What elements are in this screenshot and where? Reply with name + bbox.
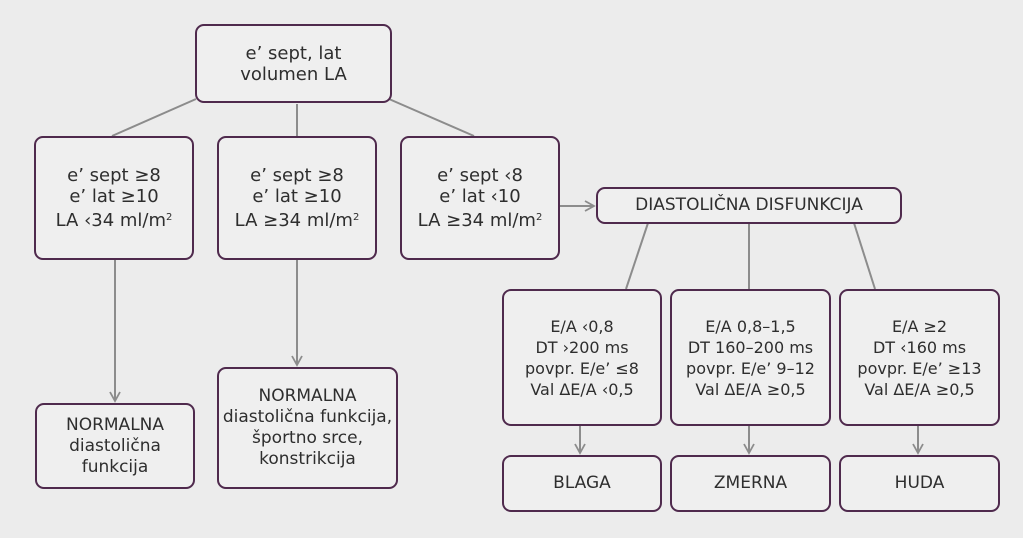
grade-1-line-1: E/A ‹0,8	[550, 316, 614, 336]
grade-2-line-4: Val ΔE/A ≥0,5	[695, 379, 806, 399]
grade-result-mild: BLAGA	[502, 455, 662, 512]
connector-dysfunction-to-grade-1	[625, 222, 649, 290]
normal-2-line-3: športno srce,	[252, 428, 363, 448]
normal-1-line-2: diastolična	[69, 435, 161, 456]
normal-2-line-4: konstrikcija	[259, 449, 356, 469]
grade-criteria-node-1: E/A ‹0,8 DT ›200 ms povpr. E/e’ ≤8 Val Δ…	[502, 289, 662, 426]
criteria-3-line-2: e’ lat ‹10	[439, 186, 521, 207]
root-node: e’ sept, lat volumen LA	[195, 24, 392, 103]
normal-outcome-node-2: NORMALNA diastolična funkcija, športno s…	[217, 367, 398, 489]
criteria-1-la-text: LA ‹34 ml/m	[55, 210, 167, 231]
connector-root-to-criteria-1	[111, 98, 197, 137]
grade-result-severe: HUDA	[839, 455, 1000, 512]
root-line-2: volumen LA	[240, 63, 347, 85]
criteria-2-la-text: LA ≥34 ml/m	[234, 210, 353, 231]
criteria-2-line-2: e’ lat ≥10	[252, 186, 342, 207]
normal-1-line-3: funkcija	[81, 456, 149, 477]
criteria-node-3: e’ sept ‹8 e’ lat ‹10 LA ≥34 ml/m2	[400, 136, 560, 260]
dysfunction-label: DIASTOLIČNA DISFUNKCIJA	[635, 195, 863, 215]
normal-2-line-1: NORMALNA	[258, 386, 357, 406]
grade-result-moderate-label: ZMERNA	[713, 473, 788, 493]
connector-root-to-criteria-3	[388, 98, 475, 137]
criteria-2-superscript: 2	[352, 212, 360, 223]
grade-2-line-1: E/A 0,8–1,5	[705, 316, 796, 336]
grade-result-moderate: ZMERNA	[670, 455, 831, 512]
criteria-1-line-2: e’ lat ≥10	[69, 186, 159, 207]
grade-1-line-3: povpr. E/e’ ≤8	[525, 358, 639, 378]
grade-2-line-2: DT 160–200 ms	[687, 337, 814, 357]
grade-result-severe-label: HUDA	[894, 473, 945, 493]
criteria-1-line-3: LA ‹34 ml/m2	[56, 207, 173, 231]
criteria-node-1: e’ sept ≥8 e’ lat ≥10 LA ‹34 ml/m2	[34, 136, 194, 260]
criteria-3-line-1: e’ sept ‹8	[437, 165, 523, 186]
dysfunction-node: DIASTOLIČNA DISFUNKCIJA	[596, 187, 902, 224]
grade-3-line-1: E/A ≥2	[891, 316, 948, 336]
criteria-3-superscript: 2	[535, 212, 543, 223]
criteria-3-line-3: LA ≥34 ml/m2	[418, 207, 543, 231]
normal-1-line-1: NORMALNA	[65, 414, 165, 435]
grade-3-line-2: DT ‹160 ms	[872, 337, 967, 357]
criteria-1-line-1: e’ sept ≥8	[67, 165, 161, 186]
normal-outcome-node-1: NORMALNA diastolična funkcija	[35, 403, 195, 489]
connector-dysfunction-to-grade-3	[853, 222, 876, 290]
grade-criteria-node-3: E/A ≥2 DT ‹160 ms povpr. E/e’ ≥13 Val ΔE…	[839, 289, 1000, 426]
grade-3-line-3: povpr. E/e’ ≥13	[857, 358, 982, 378]
grade-criteria-node-2: E/A 0,8–1,5 DT 160–200 ms povpr. E/e’ 9–…	[670, 289, 831, 426]
criteria-3-la-text: LA ≥34 ml/m	[417, 210, 536, 231]
grade-1-line-4: Val ΔE/A ‹0,5	[530, 379, 634, 399]
criteria-1-superscript: 2	[166, 212, 173, 223]
criteria-2-line-1: e’ sept ≥8	[250, 165, 344, 186]
grade-result-mild-label: BLAGA	[553, 473, 611, 493]
criteria-node-2: e’ sept ≥8 e’ lat ≥10 LA ≥34 ml/m2	[217, 136, 377, 260]
grade-2-line-3: povpr. E/e’ 9–12	[686, 358, 815, 378]
grade-3-line-4: Val ΔE/A ≥0,5	[864, 379, 975, 399]
normal-2-line-2: diastolična funkcija,	[222, 407, 393, 427]
root-line-1: e’ sept, lat	[245, 42, 342, 64]
grade-1-line-2: DT ›200 ms	[535, 337, 629, 357]
criteria-2-line-3: LA ≥34 ml/m2	[235, 207, 360, 231]
